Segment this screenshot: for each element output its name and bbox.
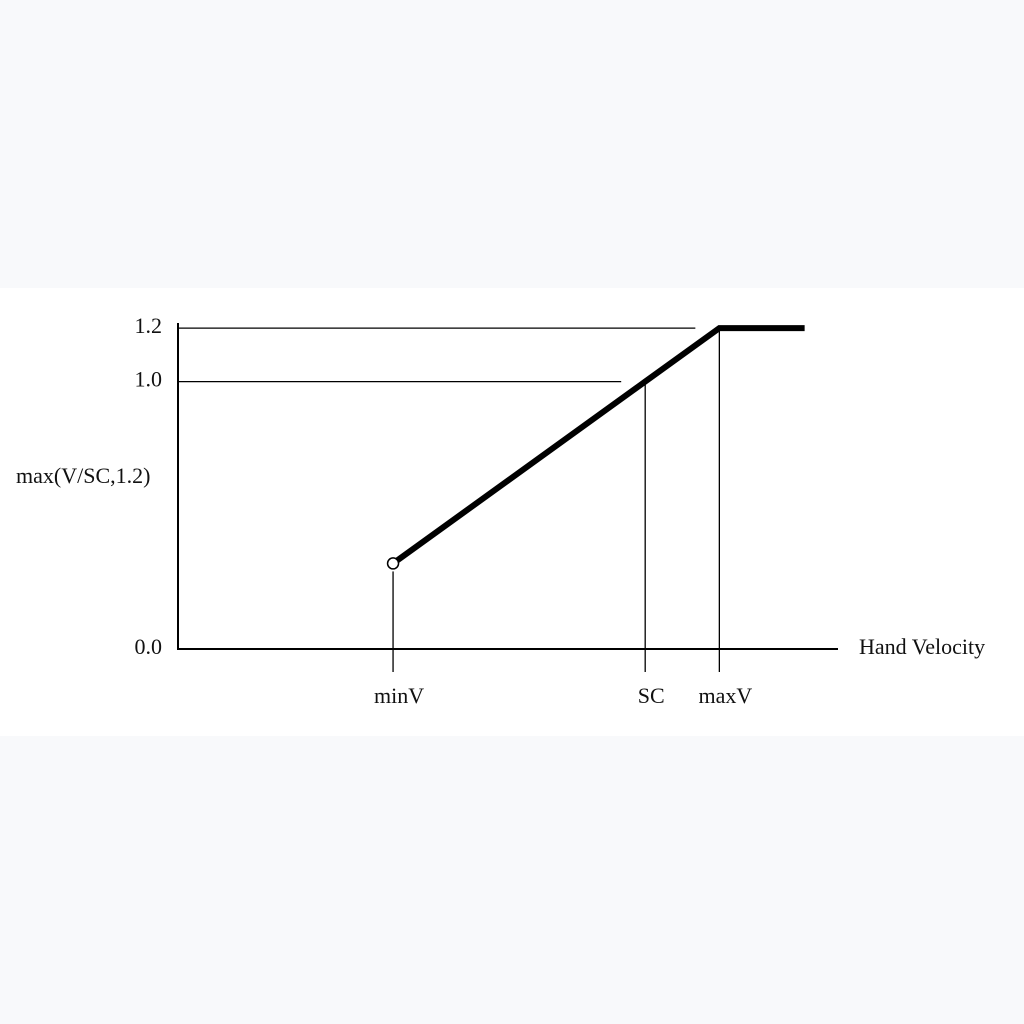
chart-figure: 1.2 1.0 0.0 minV SC maxV max(V/SC,1.2) Hand …	[0, 288, 1024, 736]
chart-svg: 1.2 1.0 0.0 minV SC maxV max(V/SC,1.2) Hand …	[16, 313, 985, 708]
y-tick-labels: 1.2 1.0 0.0	[135, 313, 163, 659]
y-axis-label: max(V/SC,1.2)	[16, 463, 150, 488]
axes	[177, 323, 838, 650]
x-marker-label-maxV: maxV	[698, 683, 752, 708]
reference-lines	[178, 327, 720, 672]
y-tick-label-2: 0.0	[135, 634, 163, 659]
x-marker-label-minV: minV	[374, 683, 424, 708]
x-marker-labels: minV SC maxV	[374, 683, 752, 708]
x-marker-label-SC: SC	[638, 683, 665, 708]
series-start-open-circle	[386, 557, 400, 570]
y-tick-label-1: 1.0	[135, 367, 163, 392]
x-axis-label: Hand Velocity	[859, 634, 985, 659]
y-tick-label-0: 1.2	[135, 313, 163, 338]
series	[386, 325, 805, 570]
series-line	[391, 325, 805, 566]
